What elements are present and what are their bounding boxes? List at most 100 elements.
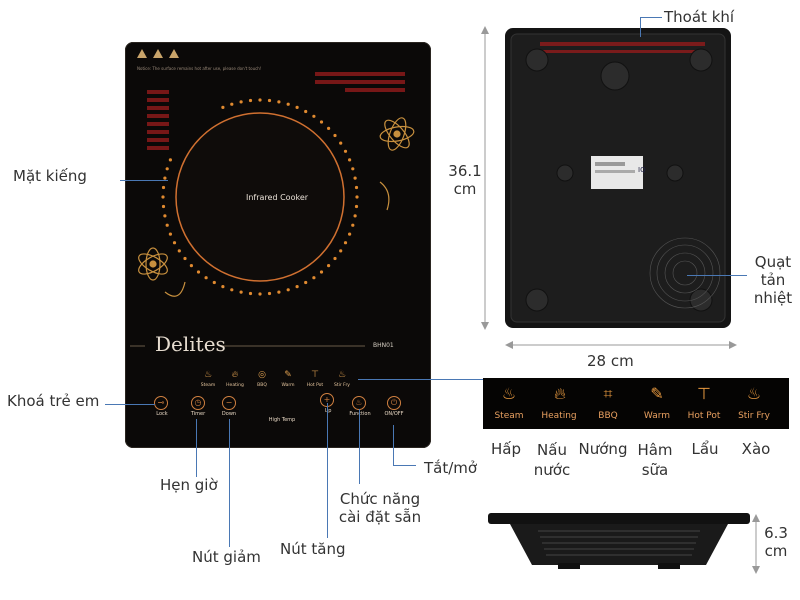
fn-warm-label: Warm [281, 383, 295, 388]
ring-dot [339, 141, 343, 145]
child-lock-label: Khoá trẻ em [7, 392, 100, 410]
down-button[interactable]: − [222, 396, 236, 410]
up-callout: Nút tăng [280, 540, 346, 558]
strip-hotpot-label: Hot Pot [687, 411, 721, 421]
ring-dot [168, 158, 172, 162]
fn-bbq-label: BBQ [257, 383, 267, 388]
fan-label-line2: tản [760, 271, 786, 289]
ring-dot [304, 109, 308, 114]
ring-dot [165, 223, 169, 227]
function-label: Function [349, 411, 371, 417]
ring-dot [333, 256, 337, 261]
pointer-line [640, 17, 662, 18]
pointer-line [640, 17, 641, 37]
ring-dot [286, 102, 290, 106]
ring-dot [172, 241, 177, 245]
ring-dot [163, 176, 167, 180]
notice-text: Notice: The surface remains hot after us… [137, 66, 262, 71]
fn-name-heating-text: Nấu nước [533, 441, 571, 479]
ring-dot [221, 285, 225, 289]
ring-dot [221, 105, 225, 109]
timer-callout: Hẹn giờ [160, 476, 218, 494]
ring-dot [183, 256, 187, 261]
ring-dot [248, 291, 253, 296]
ring-dot [351, 167, 355, 171]
strip-stirfry-label: Stir Fry [738, 411, 770, 421]
height-unit: cm [764, 542, 788, 560]
fn-name-hotpot-text: Lẩu [691, 440, 719, 458]
stir-fry-icon: ♨ [746, 384, 762, 403]
function-button[interactable]: ♨ [352, 396, 366, 410]
ring-dot [161, 185, 166, 190]
ring-dot [267, 291, 272, 296]
ring-dot [333, 133, 337, 138]
ring-dot [355, 195, 359, 199]
warm-icon: ✎ [650, 384, 664, 403]
power-callout: Tắt/mở [424, 459, 478, 477]
height-value: 6.3 [764, 524, 788, 542]
ring-dot [339, 249, 343, 253]
width-dimension: 28 cm [587, 352, 634, 370]
ring-dot [327, 264, 331, 268]
fan-label-line3: nhiệt [753, 289, 793, 307]
ring-dot [286, 288, 290, 292]
ring-dot [277, 100, 281, 104]
cooker-graphics [130, 72, 415, 347]
warning-icon [153, 49, 163, 58]
fn-stirfry-label: Stir Fry [334, 383, 350, 388]
warning-icon [169, 49, 179, 58]
down-label: Down [221, 411, 237, 417]
power-label: ON/OFF [384, 411, 404, 417]
cooker-side-view [488, 513, 750, 569]
ring-dot [165, 167, 169, 171]
preset-callout-line1: Chức năng [339, 490, 421, 508]
fn-name-stirfry: Xào [733, 440, 779, 458]
length-dimension: 36.1 cm [440, 162, 490, 198]
ring-dot [304, 280, 308, 285]
fan-label-line1: Quạt [754, 253, 792, 271]
length-unit: cm [453, 180, 477, 198]
power-button[interactable]: ⏻ [387, 396, 401, 410]
stir-fry-icon: ♨ [337, 370, 347, 380]
ring-dot [312, 114, 316, 118]
pointer-line [359, 409, 360, 484]
ring-dot [348, 232, 352, 236]
strip-heating-label: Heating [541, 411, 577, 421]
ring-dot [267, 98, 272, 103]
ring-dot [343, 241, 348, 245]
ring-dot [248, 98, 253, 103]
pointer-line [393, 465, 416, 466]
ring-dot [230, 288, 234, 292]
down-callout: Nút giảm [192, 548, 261, 566]
heating-icon: 🔥︎ [231, 370, 239, 380]
width-dimension-arrow [505, 341, 737, 349]
strip-steam-label: Steam [494, 411, 524, 421]
fn-name-heating: Nấu nước [527, 440, 577, 480]
timer-button[interactable]: ◷ [191, 396, 205, 410]
cooker-underside-view: IQ [505, 28, 731, 328]
ring-dot [343, 149, 348, 153]
center-label: Infrared Cooker [246, 193, 309, 202]
fn-name-stirfry-text: Xào [741, 440, 771, 458]
sticker-text: IQ [638, 166, 646, 174]
ring-dot [161, 195, 165, 199]
heating-icon: 🔥︎ [554, 384, 566, 403]
bbq-icon: ⌗ [603, 384, 613, 403]
ring-dot [258, 98, 262, 102]
ring-dot [163, 214, 167, 218]
pointer-line [229, 419, 230, 547]
timer-label: Timer [190, 411, 206, 417]
strip-warm-label: Warm [643, 411, 671, 421]
hot-pot-icon: ⊤ [697, 384, 711, 403]
steam-icon: ♨ [501, 384, 517, 403]
lock-button[interactable]: ⊸ [154, 396, 168, 410]
preset-callout-line2: cài đặt sẵn [338, 508, 422, 526]
ring-dot [319, 270, 324, 274]
pointer-line [687, 275, 747, 276]
pointer-line [393, 425, 394, 465]
ring-dot [258, 292, 262, 296]
pointer-line [327, 403, 328, 538]
steam-icon: ♨ [203, 370, 213, 380]
pointer-line [120, 180, 168, 181]
fn-name-steam: Hấp [484, 440, 528, 458]
